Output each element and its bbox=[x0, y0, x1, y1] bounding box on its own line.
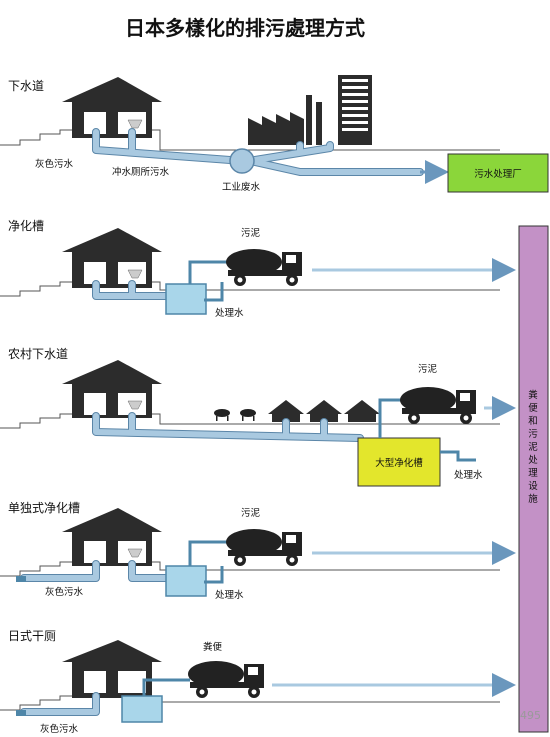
section-dry-toilet: 日式干厕 粪便 灰色污水 bbox=[0, 629, 516, 735]
section-septic-tank: 净化槽 污泥 处理水 bbox=[0, 219, 516, 319]
facility-label-char: 粪 bbox=[528, 389, 538, 401]
facility-label-char: 污 bbox=[528, 428, 538, 440]
section-heading: 下水道 bbox=[8, 79, 44, 93]
truck-icon bbox=[188, 661, 264, 698]
treated-water-label: 处理水 bbox=[215, 589, 244, 601]
ground-line bbox=[0, 281, 500, 297]
facility-label-char: 和 bbox=[528, 416, 538, 427]
section-sewer: 下水道 bbox=[0, 75, 549, 193]
greywater-label: 灰色污水 bbox=[40, 723, 79, 735]
greywater-label: 灰色污水 bbox=[35, 158, 74, 170]
ground-line bbox=[0, 129, 500, 151]
septic-tank-icon bbox=[165, 283, 207, 315]
sewer-pipes bbox=[92, 128, 449, 184]
large-septic-tank-box bbox=[357, 437, 441, 487]
ground-line bbox=[0, 561, 500, 577]
sludge-label: 污泥 bbox=[418, 363, 438, 375]
truck-icon bbox=[400, 387, 476, 424]
facility-label-char: 泥 bbox=[528, 441, 538, 453]
facility-label-char: 理 bbox=[528, 468, 538, 479]
ground-line bbox=[0, 413, 500, 429]
treated-water-label: 处理水 bbox=[454, 469, 483, 481]
section-heading: 净化槽 bbox=[8, 219, 44, 233]
facility-label-char: 便 bbox=[528, 402, 538, 414]
waste-pit-icon bbox=[121, 695, 163, 723]
house-icon bbox=[62, 360, 162, 418]
section-heading: 单独式净化槽 bbox=[8, 501, 80, 515]
house-icon bbox=[62, 508, 162, 566]
house-icon bbox=[62, 640, 162, 698]
section-standalone-septic: 单独式净化槽 污泥 灰色污水 处理水 bbox=[0, 501, 516, 601]
watermark: 495 bbox=[520, 709, 541, 722]
sludge-label: 污泥 bbox=[241, 507, 261, 519]
large-tank-label: 大型净化槽 bbox=[375, 457, 423, 469]
facility-label-char: 施 bbox=[528, 493, 538, 505]
house-icon bbox=[62, 228, 162, 288]
industrial-water-label: 工业废水 bbox=[222, 181, 261, 193]
livestock-icon bbox=[214, 409, 256, 421]
greywater-label: 灰色污水 bbox=[45, 586, 84, 598]
feces-label: 粪便 bbox=[203, 641, 223, 653]
septic-tank-icon bbox=[165, 565, 207, 597]
treated-water-label: 处理水 bbox=[215, 307, 244, 319]
section-heading: 日式干厕 bbox=[8, 629, 56, 643]
truck-icon bbox=[226, 529, 302, 566]
facility-label-char: 设 bbox=[528, 481, 538, 492]
toilet-water-label: 冲水厕所污水 bbox=[112, 166, 170, 178]
treatment-plant-label: 污水处理厂 bbox=[474, 168, 522, 180]
treatment-plant-box bbox=[447, 153, 549, 193]
page-title: 日本多樣化的排污處理方式 bbox=[125, 16, 365, 40]
facility-label: 粪便和污泥处理设施 bbox=[528, 389, 538, 505]
section-rural-sewer: 农村下水道 大型净化槽 bbox=[0, 347, 516, 487]
sludge-label: 污泥 bbox=[241, 227, 261, 239]
truck-icon bbox=[226, 249, 302, 286]
factory-icon bbox=[248, 95, 322, 145]
facility-bar bbox=[518, 225, 549, 733]
ground-line bbox=[0, 695, 500, 711]
facility-label-char: 处 bbox=[528, 454, 538, 466]
building-icon bbox=[338, 75, 372, 145]
house-icon bbox=[62, 77, 162, 138]
section-heading: 农村下水道 bbox=[8, 347, 68, 361]
